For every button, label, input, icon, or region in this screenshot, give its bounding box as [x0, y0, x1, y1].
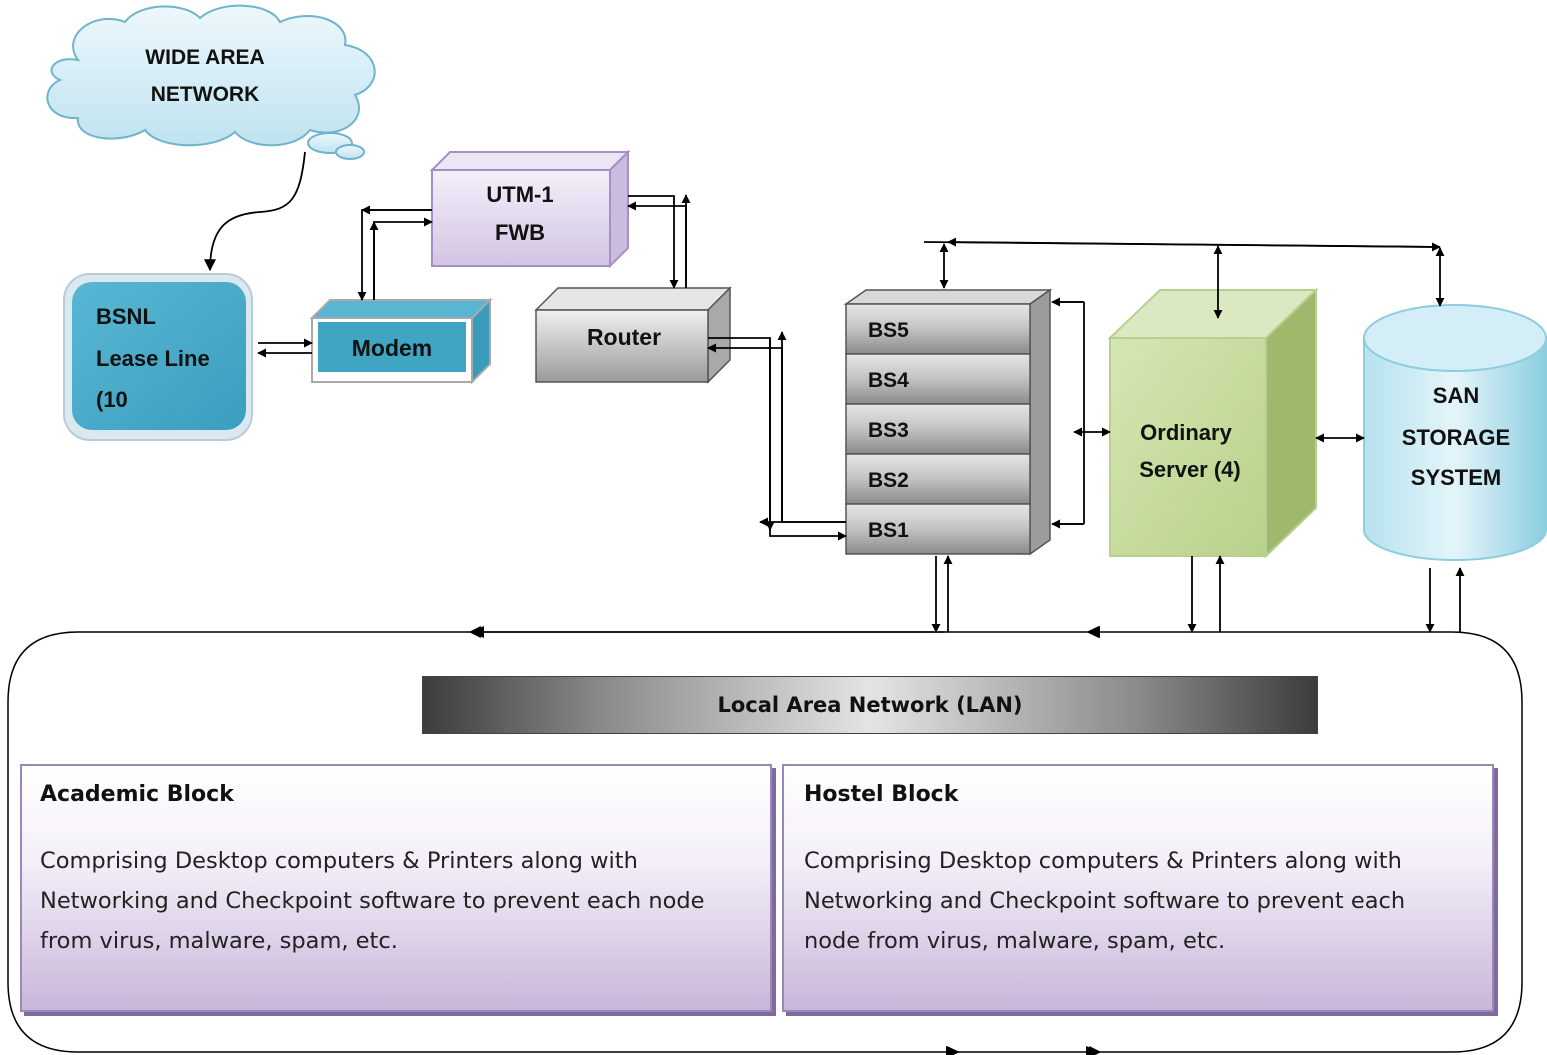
- router-label: Router: [587, 324, 661, 350]
- ordinary-server-line2: Server (4): [1139, 457, 1241, 482]
- blade-server-bs2: [845, 453, 1031, 505]
- blade-server-bs5: [845, 303, 1031, 355]
- blade-server-label-bs2: BS2: [868, 469, 909, 492]
- hostel-block-title: Hostel Block: [804, 782, 959, 807]
- san-storage: SAN STORAGE SYSTEM: [1363, 304, 1547, 561]
- bsnl-label-line3: (10: [96, 387, 128, 412]
- modem-device: Modem: [309, 297, 493, 385]
- lan-label: Local Area Network (LAN): [717, 693, 1023, 717]
- blade-server-label-bs1: BS1: [868, 519, 909, 542]
- academic-block: [20, 764, 772, 1012]
- connectors: [257, 194, 1465, 633]
- ordinary-server-line1: Ordinary: [1140, 420, 1232, 445]
- hostel-block-line1: Comprising Desktop computers & Printers …: [804, 848, 1402, 874]
- bsnl-label-line2: Lease Line: [96, 346, 210, 371]
- blade-server-bs1: [845, 503, 1031, 555]
- hostel-block-line2: Networking and Checkpoint software to pr…: [804, 888, 1406, 914]
- lan-container: [7, 631, 1523, 1053]
- router-to-bs1-arrow: [708, 337, 847, 541]
- blade-server-bs4: [845, 353, 1031, 405]
- hostel-block: [782, 764, 1494, 1012]
- san-label-line3: SYSTEM: [1411, 465, 1501, 490]
- modem-label: Modem: [352, 335, 433, 361]
- router-to-utm-arrow: [627, 201, 687, 288]
- utm-label-line2: FWB: [495, 220, 545, 245]
- san-label-line2: STORAGE: [1402, 425, 1510, 450]
- blade-server-bs3: [845, 403, 1031, 455]
- academic-block-line1: Comprising Desktop computers & Printers …: [40, 848, 638, 874]
- wan-to-bsnl-connector: [204, 151, 306, 272]
- blade-server-label-bs5: BS5: [868, 319, 909, 342]
- wan-label-line2: NETWORK: [151, 83, 260, 106]
- bsnl-label-line1: BSNL: [96, 304, 156, 329]
- lan-border-arrows: [470, 626, 1100, 1055]
- router-device: Router: [534, 286, 732, 384]
- san-label-line1: SAN: [1433, 383, 1479, 408]
- bs1-to-router-arrow: [707, 343, 846, 523]
- utm-to-router-arrow: [628, 195, 679, 289]
- academic-block-line3: from virus, malware, spam, etc.: [40, 928, 398, 954]
- utm-to-modem-arrow: [357, 209, 432, 301]
- utm-firewall: UTM-1 FWB: [429, 149, 631, 269]
- blade-server-label-bs3: BS3: [868, 419, 909, 442]
- blade-server-label-bs4: BS4: [868, 369, 909, 392]
- lan-bar: Local Area Network (LAN): [422, 676, 1318, 734]
- ordinary-server: Ordinary Server (4): [1107, 287, 1319, 559]
- academic-block-title: Academic Block: [40, 782, 234, 807]
- utm-label-line1: UTM-1: [486, 182, 553, 207]
- academic-block-line2: Networking and Checkpoint software to pr…: [40, 888, 705, 914]
- modem-to-utm-arrow: [373, 217, 433, 300]
- wan-label-line1: WIDE AREA: [145, 46, 264, 69]
- bsnl-lease-line: BSNL Lease Line (10: [63, 273, 253, 441]
- hostel-block-line3: node from virus, malware, spam, etc.: [804, 928, 1226, 954]
- wan-cloud: WIDE AREA NETWORK: [46, 4, 376, 160]
